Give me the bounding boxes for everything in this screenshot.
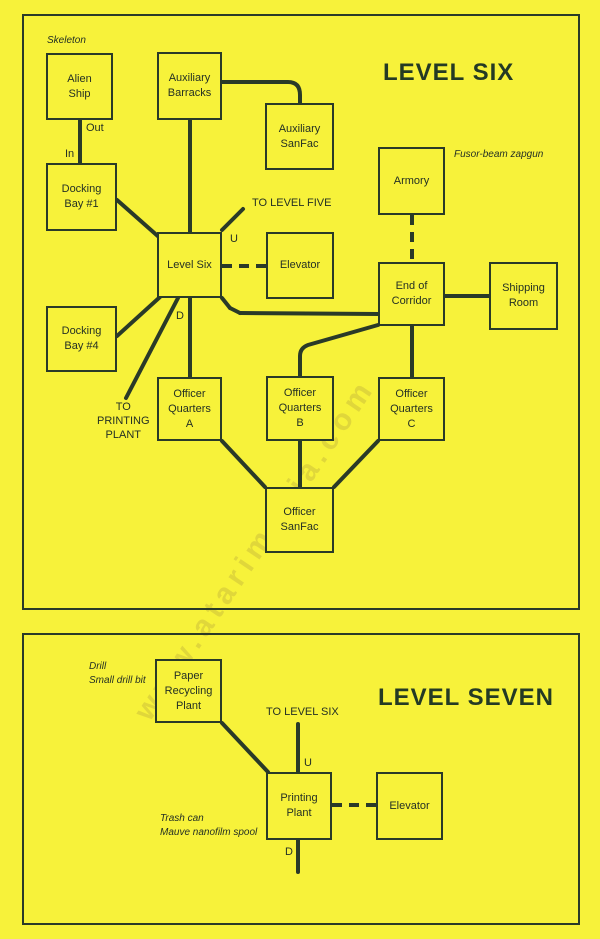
connector-to-printing-plant [124,296,180,400]
label-down-level-seven: D [285,846,293,858]
note-drill: Drill Small drill bit [89,661,146,686]
level-seven-title: LEVEL SEVEN [378,684,554,711]
room-officer-quarters-c[interactable]: Officer Quarters C [378,377,445,441]
room-level-six[interactable]: Level Six [157,232,222,298]
connector-docking1-levelsix [115,198,162,240]
connector-officerC-sanfac [332,439,380,489]
level-seven-panel [22,633,580,925]
connector-docking4-levelsix [115,295,162,338]
room-paper-recycling-plant[interactable]: Paper Recycling Plant [155,659,222,723]
level-six-title: LEVEL SIX [383,59,515,86]
label-down-level-six: D [176,310,184,322]
connector-levelsix-corridor-b [238,311,380,316]
label-to-printing-plant: TO PRINTING PLANT [97,401,150,441]
room-armory[interactable]: Armory [378,147,445,215]
label-to-level-five: TO LEVEL FIVE [252,197,332,209]
room-docking-bay-1[interactable]: Docking Bay #1 [46,163,117,231]
label-up-level-six: U [230,233,238,245]
room-officer-quarters-a[interactable]: Officer Quarters A [157,377,222,441]
room-shipping-room[interactable]: Shipping Room [489,262,558,330]
connector-levelsix-corridor-a [220,296,232,310]
label-up-level-seven: U [304,757,312,769]
room-officer-sanfac[interactable]: Officer SanFac [265,487,334,553]
note-skeleton: Skeleton [47,35,86,46]
label-to-level-six: TO LEVEL SIX [266,706,339,718]
connector-officerA-sanfac [220,439,267,489]
room-alien-ship[interactable]: Alien Ship [46,53,113,120]
connector-barracks-sanfac [220,80,302,105]
connector-corridor-officerB [298,323,380,378]
room-docking-bay-4[interactable]: Docking Bay #4 [46,306,117,372]
room-auxiliary-barracks[interactable]: Auxiliary Barracks [157,52,222,120]
room-auxiliary-sanfac[interactable]: Auxiliary SanFac [265,103,334,170]
room-end-of-corridor[interactable]: End of Corridor [378,262,445,326]
room-elevator-level-six[interactable]: Elevator [266,232,334,299]
level-six-panel [22,14,580,610]
note-trash: Trash can Mauve nanofilm spool [160,813,258,838]
connector-to-level-five [220,207,245,232]
connector-paper-printing [220,721,270,774]
label-in: In [65,148,75,160]
label-out: Out [86,122,104,134]
note-fusor-beam: Fusor-beam zapgun [454,149,544,160]
room-elevator-level-seven[interactable]: Elevator [376,772,443,840]
room-printing-plant[interactable]: Printing Plant [266,772,332,840]
room-officer-quarters-b[interactable]: Officer Quarters B [266,376,334,441]
